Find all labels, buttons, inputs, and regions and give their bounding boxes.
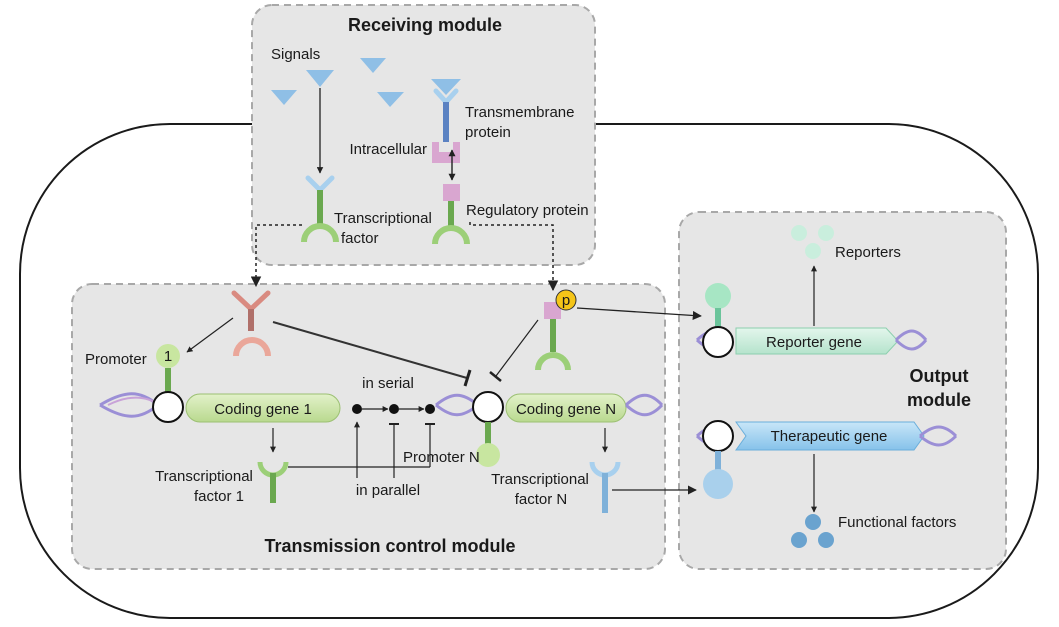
promoter-n-icon <box>476 443 500 467</box>
functional-factor-icon <box>805 514 821 530</box>
promoter-1-number: 1 <box>164 348 172 365</box>
reporters-label: Reporters <box>835 244 901 261</box>
repression-bar <box>463 369 472 387</box>
reporter-gene-box <box>735 327 899 355</box>
regulatory-protein-icon <box>443 184 460 201</box>
coding-gene-n-label: Coding gene N <box>516 401 616 418</box>
phospho-repression-line <box>495 319 539 377</box>
transmembrane-label-line2: protein <box>465 124 511 141</box>
activation-arrow <box>186 317 234 353</box>
phosphate-label: p <box>562 292 570 309</box>
therapeutic-promoter-stem <box>715 451 721 471</box>
regulatory-translocation-arrow <box>469 222 559 292</box>
coding-gene-n-box <box>505 393 627 423</box>
tf-dna-binding-icon <box>301 223 339 243</box>
reporter-promoter-icon <box>705 283 731 309</box>
transmission-module-title: Transmission control module <box>264 536 515 556</box>
regulatory-stem <box>448 201 454 230</box>
regulatory-dna-binding-icon <box>432 225 470 245</box>
dna-helix <box>624 393 664 417</box>
tfn-stem <box>602 473 608 513</box>
reporter-molecule-icon <box>818 225 834 241</box>
phosphate-icon <box>555 289 577 311</box>
reporter-gene-label: Reporter gene <box>766 334 862 351</box>
reporter-promoter-stem <box>715 308 721 330</box>
receiving-module-title: Receiving module <box>348 15 502 35</box>
promoter-1-icon <box>156 344 180 368</box>
activator-stem <box>248 309 254 331</box>
signal-molecule <box>377 92 404 107</box>
to-reporter-arrow <box>576 307 702 321</box>
promoter-n-label: Promoter N <box>403 449 480 466</box>
tf-translocation-arrow <box>250 224 302 288</box>
receiving-module-panel <box>251 4 596 266</box>
promoter-n-site-icon <box>472 391 504 423</box>
coding-gene-1-label: Coding gene 1 <box>214 401 312 418</box>
tf1-label-line1: Transcriptional <box>155 468 253 485</box>
repression-line <box>272 321 468 379</box>
signal-molecule <box>360 58 386 73</box>
tfn-label-line1: Transcriptional <box>491 471 589 488</box>
dna-helix <box>919 425 958 447</box>
tf1-stem <box>270 473 276 503</box>
tf1-label-line2: factor 1 <box>194 488 244 505</box>
promoter-1-stem <box>165 368 171 394</box>
phospho-repression-bar <box>489 371 502 382</box>
phospho-regulator-binding-icon <box>535 352 571 371</box>
regulatory-protein-label: Regulatory protein <box>466 202 589 219</box>
output-module-panel <box>678 211 1007 570</box>
in-parallel-label: in parallel <box>356 482 420 499</box>
cascade-node <box>389 404 399 414</box>
signal-molecule-bound <box>431 79 461 95</box>
reporter-molecule-icon <box>791 225 807 241</box>
transmission-module-panel <box>71 283 666 570</box>
cascade-node <box>425 404 435 414</box>
transmembrane-label-line1: Transmembrane <box>465 104 574 121</box>
coding-gene-1-box <box>185 393 341 423</box>
therapeutic-promoter-icon <box>703 469 733 499</box>
functional-factor-icon <box>791 532 807 548</box>
signal-molecule <box>306 70 334 87</box>
promoter-n-stem <box>485 422 491 446</box>
functional-factors-label: Functional factors <box>838 514 956 531</box>
tf-label-line1: Transcriptional <box>334 210 432 227</box>
signal-molecule <box>271 90 297 105</box>
tfn-label-line2: factor N <box>515 491 568 508</box>
activator-binding-icon <box>233 337 271 357</box>
promoter-1-label: Promoter <box>85 351 147 368</box>
output-module-title-line1: Output <box>910 366 969 386</box>
intracellular-label: Intracellular <box>349 141 427 158</box>
dna-helix <box>894 329 928 351</box>
phospho-regulator-icon <box>544 302 561 319</box>
transmembrane-stem <box>443 102 449 142</box>
promoter-1-site-icon <box>152 391 184 423</box>
reporter-promoter-site-icon <box>702 326 734 358</box>
cascade-node <box>352 404 362 414</box>
therapeutic-promoter-site-icon <box>702 420 734 452</box>
reporter-molecule-icon <box>805 243 821 259</box>
phospho-regulator-stem <box>550 319 556 352</box>
tf-stem <box>317 190 323 226</box>
signals-label: Signals <box>271 46 320 63</box>
functional-factor-icon <box>818 532 834 548</box>
therapeutic-gene-label: Therapeutic gene <box>771 428 888 445</box>
in-serial-label: in serial <box>362 375 414 392</box>
output-module-title-line2: module <box>907 390 971 410</box>
therapeutic-gene-box <box>735 421 925 451</box>
tf-label-line2: factor <box>341 230 379 247</box>
